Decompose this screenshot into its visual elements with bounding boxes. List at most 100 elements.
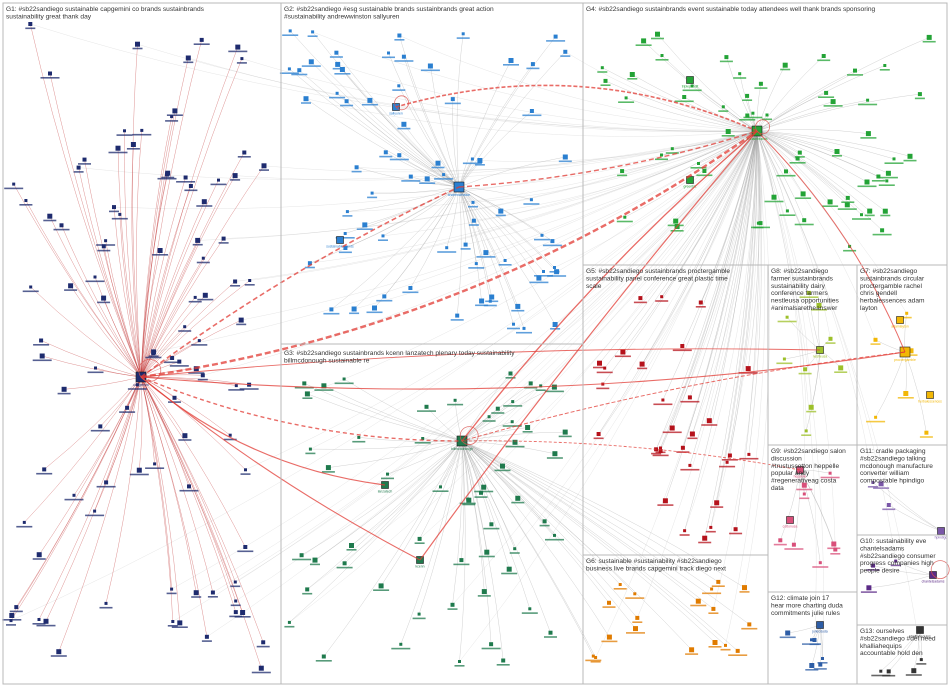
- edge-line: [343, 378, 463, 442]
- node-label-mark: [784, 548, 804, 550]
- node-label-mark: [832, 155, 842, 157]
- graph-node: [308, 447, 312, 451]
- edge-line: [641, 130, 758, 365]
- node-label-mark: [90, 429, 110, 432]
- edge-line: [356, 167, 460, 188]
- graph-node: [540, 233, 544, 237]
- node-label-mark: [813, 668, 827, 670]
- edge-line: [44, 376, 142, 470]
- graph-node: [879, 669, 883, 673]
- hub-node-label: triplepundit: [682, 85, 699, 89]
- edge-line: [756, 130, 922, 660]
- edge-line: [756, 130, 817, 641]
- graph-node: [878, 481, 884, 487]
- node-label-mark: [304, 266, 315, 269]
- node-label-mark: [780, 68, 791, 71]
- graph-node: [258, 665, 264, 671]
- edge-line: [756, 37, 930, 132]
- node-label-mark: [401, 180, 421, 182]
- hub-node-square: [686, 76, 694, 84]
- edge-line: [399, 35, 758, 132]
- group-title-line: #trustuscotton heppelle: [771, 463, 840, 470]
- node-label-mark: [866, 420, 886, 423]
- node-label-mark: [674, 100, 694, 103]
- edge-line: [309, 186, 460, 264]
- node-label-mark: [43, 219, 57, 222]
- graph-node: [620, 169, 625, 174]
- graph-node: [633, 592, 637, 596]
- edge-line: [312, 31, 758, 132]
- graph-node: [297, 68, 302, 73]
- graph-node: [756, 221, 760, 225]
- edge-line: [304, 383, 463, 442]
- graph-node: [484, 549, 490, 555]
- edge-line: [94, 276, 142, 378]
- graph-node: [659, 446, 662, 450]
- group-title-line: compostable hpindigo: [860, 478, 924, 485]
- node-label-mark: [97, 249, 111, 252]
- graph-node: [725, 129, 731, 134]
- node-label-mark: [417, 410, 436, 412]
- edge-line: [13, 183, 142, 378]
- graph-node: [125, 405, 130, 410]
- node-label-mark: [394, 60, 414, 62]
- graph-node: [445, 246, 449, 250]
- node-label-mark: [32, 623, 46, 625]
- graph-node: [171, 620, 175, 623]
- edge-line: [171, 130, 758, 590]
- graph-node: [182, 433, 188, 439]
- group-title-line: #sustainability andrewwinston sallyuren: [284, 13, 400, 20]
- edge-line: [461, 440, 551, 633]
- node-label-mark: [191, 344, 208, 346]
- group-title-line: chantelsadams: [860, 545, 905, 552]
- graph-node: [688, 463, 692, 467]
- edge-line: [430, 65, 460, 188]
- graph-node: [818, 662, 823, 667]
- graph-node: [886, 503, 891, 507]
- edge-line: [756, 130, 883, 231]
- hub-edge: [140, 348, 821, 378]
- node-label-mark: [542, 244, 562, 247]
- graph-node: [461, 32, 465, 36]
- node-label-mark: [676, 451, 690, 453]
- edge-line: [756, 65, 786, 132]
- graph-node: [828, 336, 833, 341]
- node-label-mark: [776, 174, 796, 177]
- node-label-mark: [847, 74, 863, 76]
- graph-node: [655, 31, 660, 37]
- node-label-mark: [672, 349, 692, 352]
- edge-line: [604, 130, 758, 369]
- node-label-mark: [474, 496, 488, 498]
- edge-line: [888, 504, 942, 532]
- edge-line: [473, 130, 758, 221]
- node-label-mark: [376, 299, 393, 302]
- hub-node-label: andrewwinston: [448, 193, 471, 197]
- node-label-mark: [546, 40, 566, 42]
- edge-line: [263, 130, 758, 173]
- edge-line: [595, 130, 758, 658]
- node-label-mark: [453, 563, 470, 566]
- node-label-mark: [637, 367, 648, 370]
- node-label-mark: [234, 616, 251, 618]
- node-label-mark: [419, 182, 436, 184]
- node-label-mark: [491, 412, 505, 414]
- edge-line: [458, 63, 534, 188]
- graph-node: [885, 179, 889, 183]
- graph-node: [660, 54, 664, 57]
- node-label-mark: [805, 669, 819, 671]
- graph-node: [29, 285, 33, 289]
- graph-node: [183, 325, 187, 329]
- node-label-mark: [340, 104, 354, 107]
- graph-node: [101, 295, 107, 301]
- group-box-g13: [856, 624, 948, 685]
- node-label-mark: [905, 674, 922, 676]
- graph-node: [288, 29, 292, 33]
- edge-line: [780, 469, 801, 541]
- node-label-mark: [460, 248, 471, 250]
- edge-line: [132, 44, 142, 378]
- edge-line: [461, 440, 750, 625]
- graph-node: [924, 430, 929, 435]
- node-label-mark: [292, 558, 312, 561]
- graph-node: [177, 620, 183, 626]
